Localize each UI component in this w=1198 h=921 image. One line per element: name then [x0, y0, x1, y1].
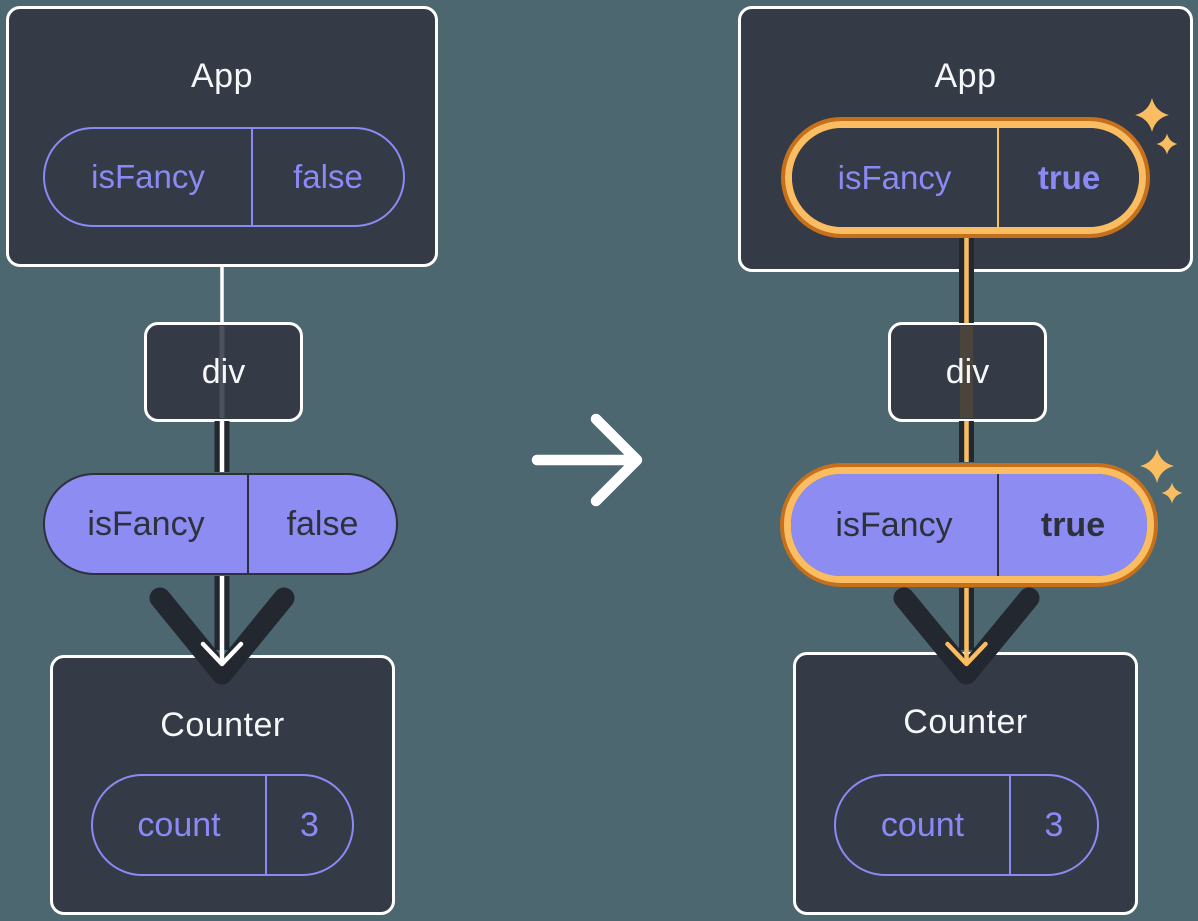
state-name: isFancy [792, 128, 999, 227]
div-card-after: div [888, 322, 1047, 422]
prop-value: false [286, 504, 359, 543]
app-state-pill-highlighted: isFancy true [781, 117, 1150, 238]
state-name: count [836, 776, 1011, 874]
state-value: false [293, 158, 363, 195]
state-name: isFancy [45, 129, 253, 225]
app-card-before: App isFancy false [6, 6, 438, 267]
state-value: 3 [1044, 805, 1064, 844]
prop-pill-before: isFancy false [43, 473, 398, 575]
counter-state-pill: count 3 [91, 774, 354, 876]
app-title: App [191, 57, 253, 95]
state-value: 3 [300, 805, 319, 844]
app-state-pill: isFancy false [43, 127, 405, 227]
prop-pill-after-highlighted: isFancy true [780, 463, 1158, 587]
div-card-before: div [144, 322, 303, 422]
div-label: div [201, 352, 246, 391]
state-name: count [93, 776, 267, 874]
prop-name: isFancy [45, 475, 249, 573]
prop-value: true [1040, 505, 1106, 544]
highlight-ring: isFancy true [784, 467, 1154, 583]
right-arrow-icon [531, 413, 643, 507]
prop-name: isFancy [791, 474, 999, 576]
div-label: div [945, 352, 990, 391]
highlight-ring: isFancy true [785, 121, 1146, 234]
counter-card-before: Counter count 3 [50, 655, 395, 915]
app-title: App [934, 57, 997, 95]
counter-state-pill: count 3 [834, 774, 1099, 876]
counter-title: Counter [903, 703, 1028, 741]
counter-title: Counter [160, 706, 285, 744]
state-value: true [1037, 158, 1101, 196]
counter-card-after: Counter count 3 [793, 652, 1138, 915]
